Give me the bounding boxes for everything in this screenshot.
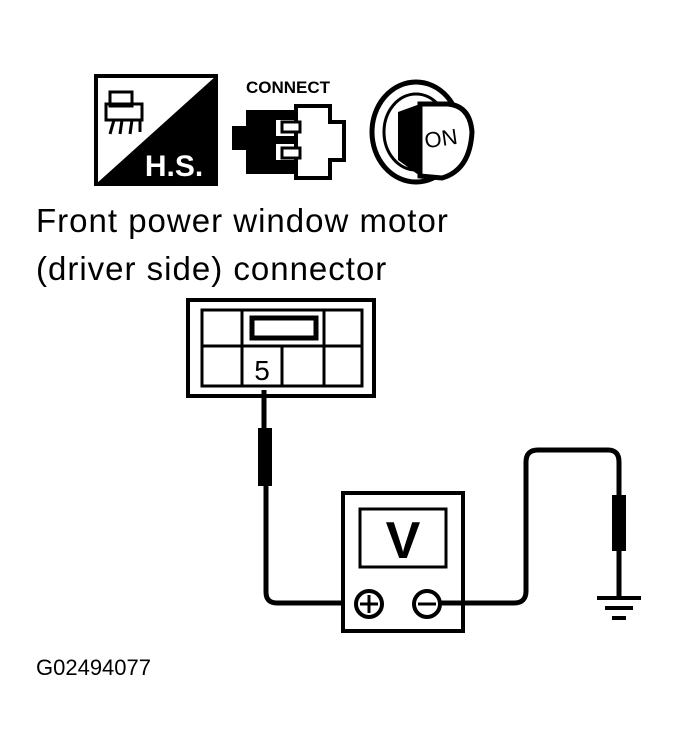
harness-side-icon: H.S. [94,74,218,186]
voltmeter-label: V [386,512,421,570]
ground-icon [597,596,641,620]
connector-title-line-2: (driver side) connector [36,250,388,287]
connect-label: CONNECT [246,78,331,97]
connector-face [186,298,376,398]
terminal-5-label: 5 [254,355,270,386]
negative-terminal [412,589,442,619]
voltmeter [341,491,465,633]
connect-icon: CONNECT [232,78,346,180]
negative-probe-lead [440,447,626,606]
positive-terminal [354,589,384,619]
ignition-on-icon: ON [369,79,475,185]
connector-title-line-1: Front power window motor [36,202,449,239]
ignition-on-label: ON [423,124,459,153]
positive-probe-lead [258,390,352,606]
figure-id: G02494077 [36,655,151,680]
harness-side-label: H.S. [145,150,203,183]
